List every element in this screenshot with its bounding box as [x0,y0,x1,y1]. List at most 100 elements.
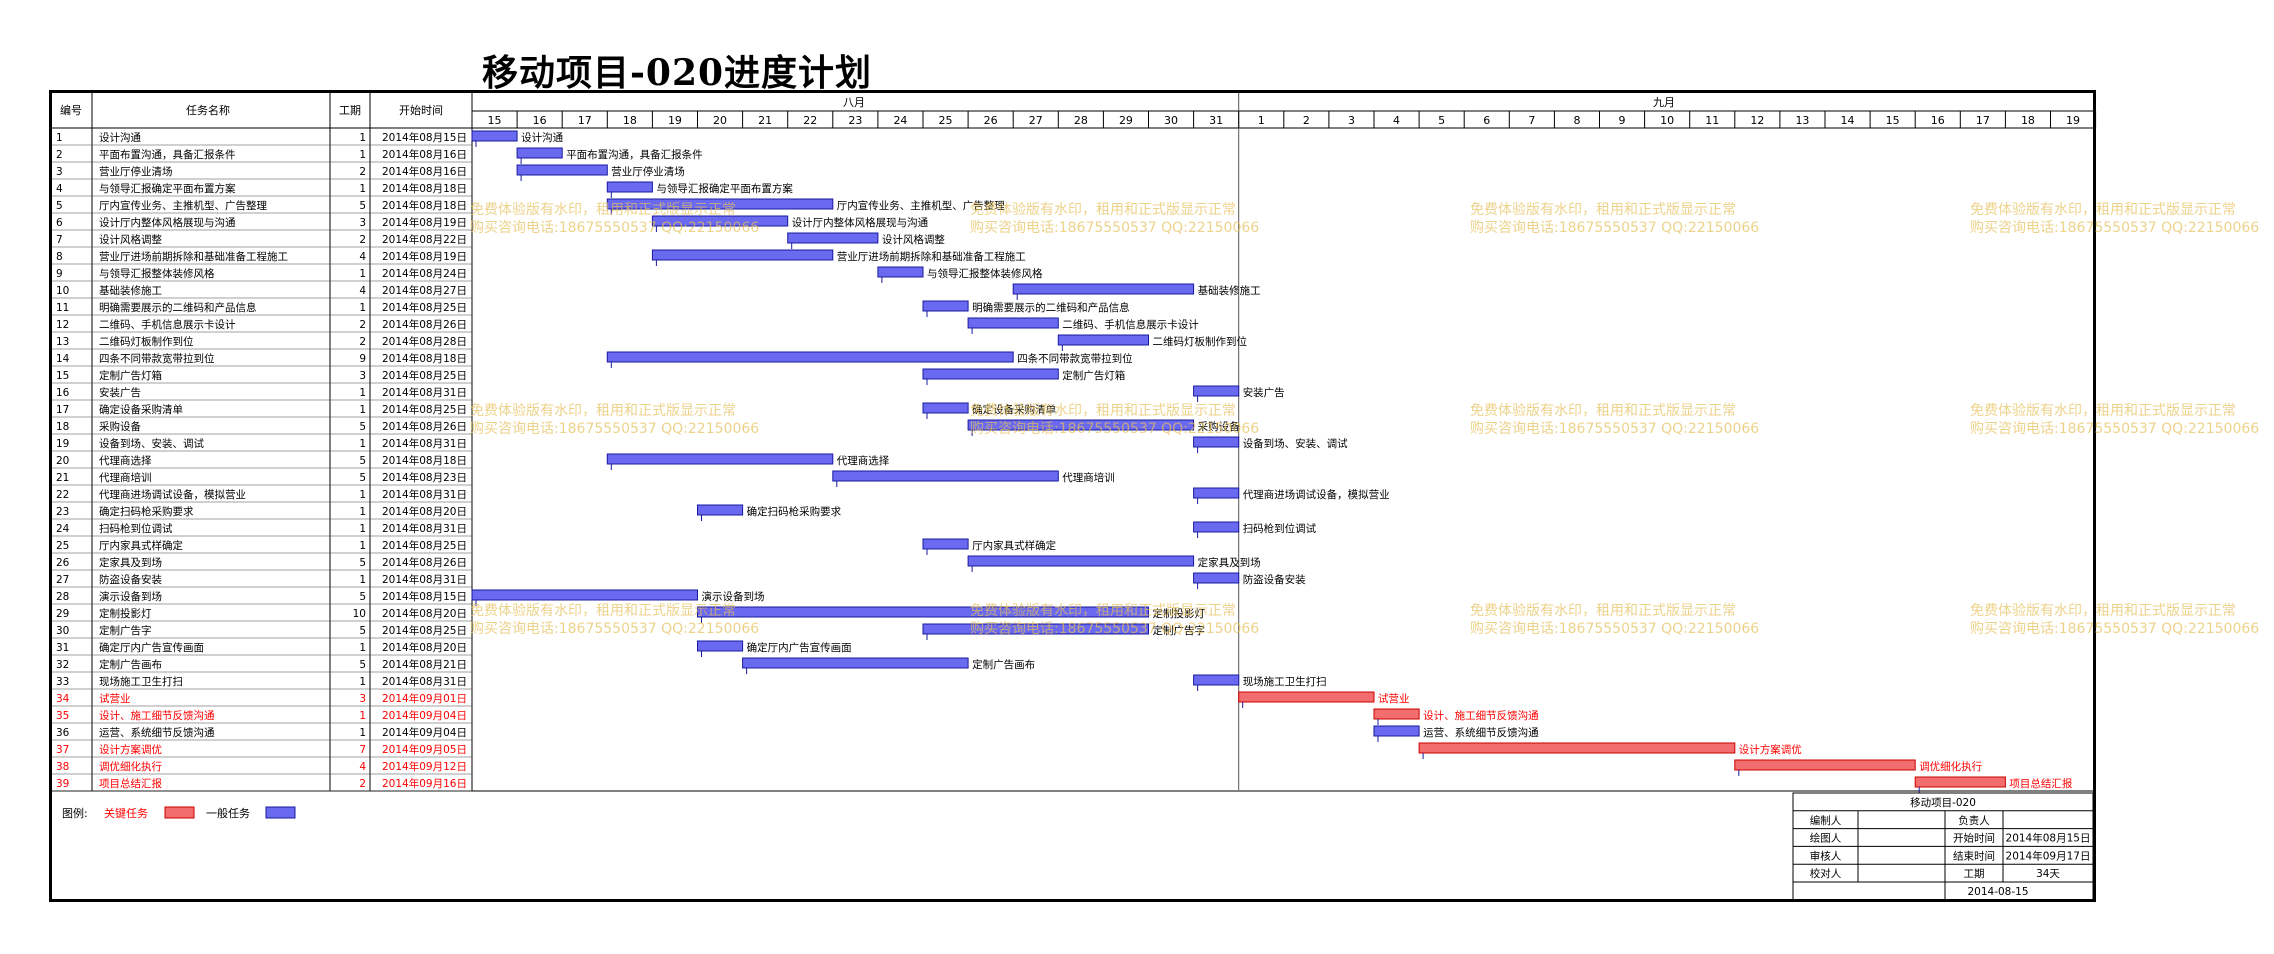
task-id: 19 [56,438,69,450]
task-duration: 1 [359,387,366,399]
bar-label: 设计方案调优 [1739,743,1802,756]
task-duration: 3 [359,217,366,229]
day-label: 28 [1074,114,1088,127]
legend-normal-label: 一般任务 [206,807,250,820]
task-start: 2014年08月25日 [382,539,467,552]
task-duration: 3 [359,370,366,382]
task-bar [1238,691,1375,703]
task-bar [1734,759,1916,771]
task-bar [516,147,563,159]
task-name: 定制投影灯 [99,607,152,620]
day-label: 20 [713,114,727,127]
task-start: 2014年08月15日 [382,590,467,603]
day-label: 15 [488,114,502,127]
task-start: 2014年08月26日 [382,420,467,433]
task-id: 28 [56,591,69,603]
task-duration: 5 [359,659,366,671]
bar-label: 代理商进场调试设备，模拟营业 [1243,488,1390,501]
month-september: 九月 [1653,96,1675,109]
task-duration: 1 [359,642,366,654]
task-duration: 1 [359,268,366,280]
bar-label: 代理商培训 [1062,471,1115,484]
task-duration: 2 [359,166,366,178]
task-bar [922,623,1149,635]
task-id: 25 [56,540,69,552]
task-id: 39 [56,778,69,790]
day-label: 14 [1841,114,1855,127]
task-id: 10 [56,285,69,297]
task-duration: 10 [353,608,366,620]
bar-label: 厅内家具式样确定 [972,539,1056,552]
bar-label: 与领导汇报整体装修风格 [927,267,1043,280]
task-duration: 4 [359,251,366,263]
task-bar [967,419,1195,431]
info-cell: 34天 [2036,868,2060,880]
month-august: 八月 [843,96,865,109]
task-start: 2014年08月31日 [382,675,467,688]
task-bar [922,368,1059,380]
task-duration: 5 [359,455,366,467]
day-label: 27 [1029,114,1043,127]
bar-label: 设计风格调整 [882,233,945,246]
task-name: 防盗设备安装 [99,573,162,586]
task-id: 12 [56,319,69,331]
bar-label: 定制广告字 [1153,624,1206,637]
header-col-no: 编号 [60,103,82,117]
legend-normal-swatch [265,806,296,819]
info-cell: 负责人 [1958,814,1990,827]
bar-label: 营业厅进场前期拆除和基础准备工程施工 [837,250,1026,263]
task-name: 设计风格调整 [99,233,162,246]
task-bar [697,504,744,516]
task-id: 26 [56,557,70,569]
task-id: 7 [56,234,63,246]
task-start: 2014年08月25日 [382,624,467,637]
task-bar [922,538,969,550]
task-name: 确定扫码枪采购要求 [99,505,194,518]
task-id: 32 [56,659,69,671]
task-duration: 2 [359,336,366,348]
task-bar [877,266,924,278]
day-label: 26 [984,114,998,127]
task-duration: 1 [359,404,366,416]
task-duration: 1 [359,506,366,518]
day-label: 7 [1528,114,1535,127]
task-id: 33 [56,676,69,688]
day-label: 29 [1119,114,1133,127]
task-name: 代理商选择 [99,454,152,467]
task-id: 36 [56,727,70,739]
task-duration: 1 [359,438,366,450]
task-start: 2014年08月25日 [382,301,467,314]
task-id: 18 [56,421,69,433]
task-duration: 1 [359,149,366,161]
task-id: 1 [56,132,63,144]
task-start: 2014年08月19日 [382,250,467,263]
page-title: 移动项目-020进度计划 [481,52,873,94]
bar-label: 安装广告 [1243,386,1285,399]
bar-label: 设计沟通 [521,131,563,144]
task-bar [606,453,834,465]
day-label: 18 [2021,114,2035,127]
day-label: 17 [578,114,592,127]
task-duration: 5 [359,200,366,212]
bar-label: 平面布置沟通，具备汇报条件 [566,148,703,161]
task-bar [1012,283,1195,295]
task-start: 2014年09月05日 [382,743,467,756]
bar-label: 确定扫码枪采购要求 [747,505,842,518]
task-name: 厅内宣传业务、主推机型、广告整理 [99,199,267,212]
bar-label: 设计、施工细节反馈沟通 [1423,709,1539,722]
day-label: 25 [939,114,953,127]
legend-critical-label: 关键任务 [104,806,148,820]
task-id: 29 [56,608,69,620]
task-name: 演示设备到场 [99,590,162,603]
task-duration: 1 [359,489,366,501]
day-label: 22 [803,114,817,127]
task-bar [967,555,1195,567]
task-id: 11 [56,302,69,314]
task-name: 代理商进场调试设备，模拟营业 [99,488,246,501]
bar-label: 设计厅内整体风格展现与沟通 [792,216,929,229]
task-name: 与领导汇报确定平面布置方案 [99,182,236,195]
bar-label: 定制广告画布 [972,658,1035,671]
task-start: 2014年08月28日 [382,335,467,348]
task-bar [1193,436,1240,448]
day-label: 1 [1258,114,1265,127]
